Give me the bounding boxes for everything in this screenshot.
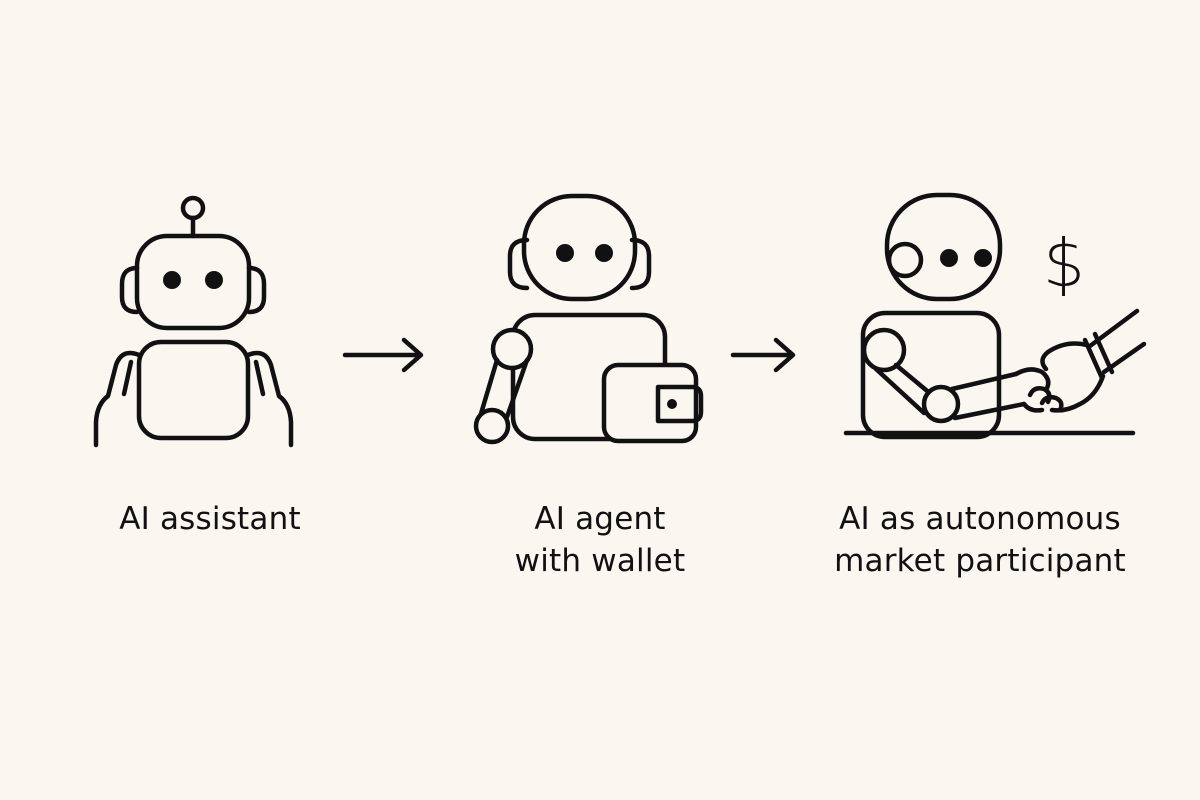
human-hand-top (1040, 341, 1090, 372)
robot-hand (1013, 367, 1051, 393)
ear-joint (886, 241, 924, 279)
robot-icon (860, 192, 1027, 440)
wallet-clasp (667, 399, 677, 409)
upper-arm-bottom (873, 366, 927, 416)
stage-label-line: market participant (834, 543, 1126, 579)
shoulder-joint (490, 327, 534, 371)
elbow-joint (921, 384, 961, 424)
stage-label-line: with wallet (514, 543, 686, 579)
left-ear (119, 265, 140, 315)
left-eye (163, 271, 181, 289)
robot-head (521, 193, 638, 302)
robot-torso (860, 310, 1002, 440)
right-eye (205, 271, 223, 289)
finger-2 (1039, 394, 1064, 413)
stage-label-market-participant: AI as autonomous market participant (800, 498, 1160, 582)
left-ear (507, 237, 530, 291)
wallet-icon (601, 362, 704, 444)
finger-3 (1021, 401, 1045, 413)
right-arm-inner (253, 359, 266, 397)
right-ear (629, 237, 652, 291)
right-eye (595, 244, 613, 262)
arm-outer (477, 357, 500, 420)
right-eye (974, 249, 992, 267)
right-ear (246, 265, 267, 315)
right-arm (245, 350, 294, 448)
robot-icon (93, 195, 294, 448)
stage-label-ai-assistant: AI assistant (80, 498, 340, 540)
handshake-icon (1013, 308, 1147, 413)
dollar-icon: $ (1043, 225, 1085, 302)
left-eye (556, 244, 574, 262)
arm-inner (504, 357, 530, 420)
stage-label-line: AI agent (534, 501, 666, 537)
stage-label-line: AI as autonomous (839, 501, 1121, 537)
left-arm (93, 350, 142, 448)
left-arm-inner (121, 359, 134, 397)
antenna-tip (180, 195, 206, 221)
wallet-flap (655, 384, 704, 424)
arrow-right-icon (342, 337, 424, 373)
upper-arm-top (893, 362, 935, 398)
stage-label-line: AI assistant (119, 501, 301, 537)
wallet-body (601, 362, 699, 444)
hand-joint (473, 407, 511, 445)
robot-torso (136, 339, 251, 441)
robot-head (884, 192, 1003, 302)
robot-head (134, 233, 252, 331)
cuff-line-2 (1092, 331, 1115, 375)
stage-label-ai-agent: AI agent with wallet (470, 498, 730, 582)
shoulder-joint (861, 327, 907, 373)
left-eye (940, 249, 958, 267)
arrow-right-icon (730, 337, 796, 373)
forearm-bottom (952, 401, 1027, 421)
forearm-top (949, 371, 1019, 392)
